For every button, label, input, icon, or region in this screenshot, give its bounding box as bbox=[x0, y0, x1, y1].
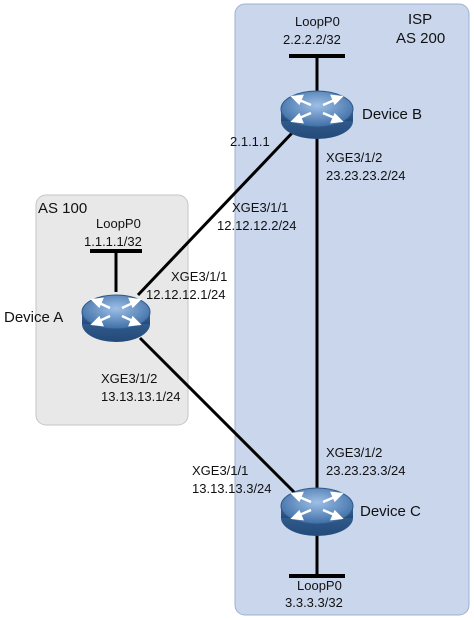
device-b-name: Device B bbox=[362, 106, 422, 123]
link-ac-c-ip: 13.13.13.3/24 bbox=[192, 481, 272, 496]
isp-label: ISP bbox=[408, 11, 432, 28]
device-c-loopback-name: LoopP0 bbox=[297, 578, 342, 593]
router-icon-device-c bbox=[280, 487, 354, 536]
link-ac-a-ip: 13.13.13.1/24 bbox=[101, 389, 181, 404]
link-bc-b-ip: 23.23.23.2/24 bbox=[326, 168, 406, 183]
link-ab-b-interface: XGE3/1/1 bbox=[232, 200, 288, 215]
link-ab-b-ip: 12.12.12.2/24 bbox=[217, 218, 297, 233]
device-b-loopback-ip: 2.2.2.2/32 bbox=[283, 32, 341, 47]
link-ab-a-interface: XGE3/1/1 bbox=[171, 269, 227, 284]
link-bc-c-interface: XGE3/1/2 bbox=[326, 445, 382, 460]
link-a-c bbox=[138, 336, 300, 498]
device-c-name: Device C bbox=[360, 503, 421, 520]
link-bc-b-interface: XGE3/1/2 bbox=[326, 150, 382, 165]
link-ac-c-interface: XGE3/1/1 bbox=[192, 463, 248, 478]
device-a-name: Device A bbox=[4, 309, 63, 326]
link-a-b bbox=[136, 130, 295, 297]
device-a-loopback-ip: 1.1.1.1/32 bbox=[84, 234, 142, 249]
router-icon-device-b bbox=[280, 90, 354, 139]
device-a-loopback-name: LoopP0 bbox=[96, 216, 141, 231]
isp-region bbox=[234, 3, 470, 616]
link-ac-a-interface: XGE3/1/2 bbox=[101, 371, 157, 386]
as100-label: AS 100 bbox=[38, 200, 87, 217]
link-bc-c-ip: 23.23.23.3/24 bbox=[326, 463, 406, 478]
device-b-loopback-name: LoopP0 bbox=[295, 14, 340, 29]
router-icon-device-a bbox=[81, 294, 151, 342]
link-ab-a-ip: 12.12.12.1/24 bbox=[146, 287, 226, 302]
link-ab-b-peer-ip: 2.1.1.1 bbox=[230, 134, 270, 149]
as200-label: AS 200 bbox=[396, 30, 445, 47]
device-c-loopback-ip: 3.3.3.3/32 bbox=[285, 595, 343, 610]
